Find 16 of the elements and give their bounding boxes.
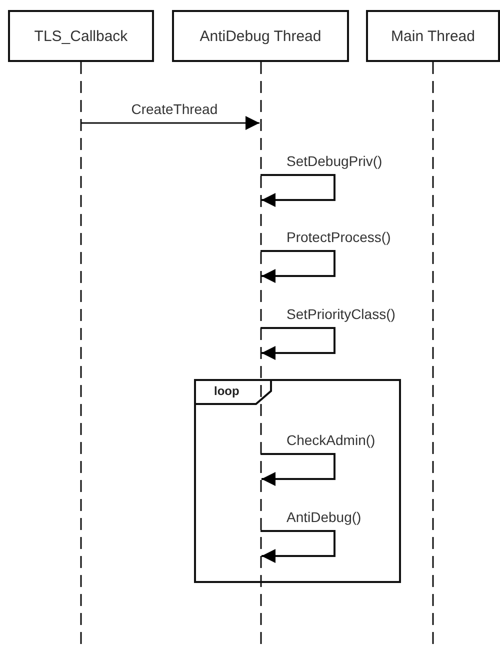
message-label: ProtectProcess() <box>286 229 392 245</box>
self-message-arrow <box>260 530 336 563</box>
self-message-arrow <box>260 453 336 486</box>
participant-name: AntiDebug Thread <box>200 28 322 44</box>
frame-label: loop <box>214 384 240 398</box>
participant-name: Main Thread <box>391 28 475 44</box>
message-label: AntiDebug() <box>286 509 362 525</box>
self-message-arrow <box>260 327 336 360</box>
participant-name: TLS_Callback <box>34 28 128 44</box>
message-label: CreateThread <box>130 101 219 117</box>
self-message-arrow <box>260 250 336 283</box>
message-label: SetDebugPriv() <box>286 153 384 169</box>
self-message-arrow <box>260 174 336 207</box>
message-label: CheckAdmin() <box>286 432 376 448</box>
message-label: SetPriorityClass() <box>286 306 396 322</box>
message-arrow <box>81 116 260 130</box>
